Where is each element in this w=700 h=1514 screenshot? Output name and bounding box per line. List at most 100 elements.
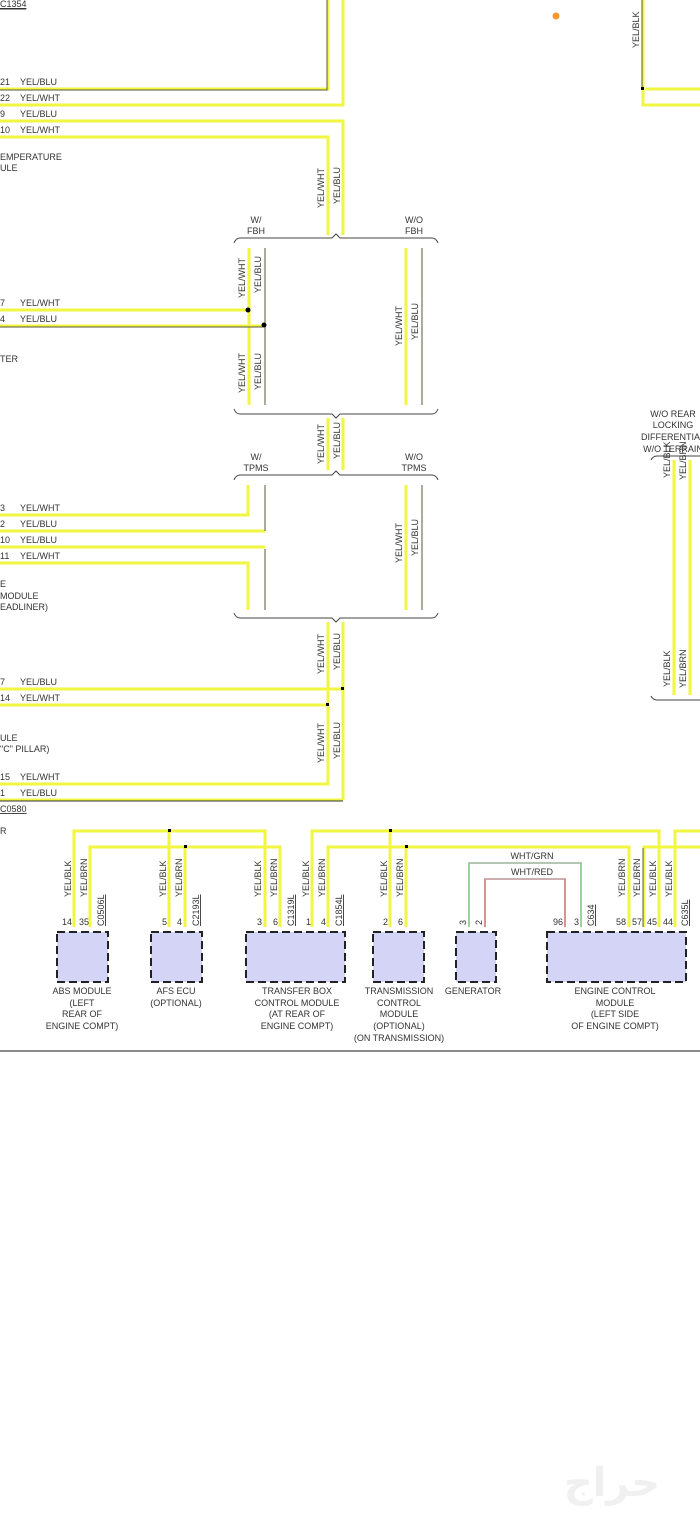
pin-label: 45	[647, 917, 657, 927]
option-label-wo-fbh: FBH	[405, 226, 423, 236]
module-label-pillar: "C" PILLAR)	[0, 744, 49, 754]
wire-color-label: YEL/BLU	[20, 519, 57, 529]
module-generator: 3 2 GENERATOR	[445, 920, 502, 996]
wire-label: YEL/WHT	[237, 257, 247, 298]
pin-label: 1	[0, 788, 5, 798]
pin-label: 10	[0, 535, 10, 545]
pin-label: 10	[0, 125, 10, 135]
wire-label: YEL/WHT	[394, 305, 404, 346]
module-transmission: 2 6 TRANSMISSION CONTROL MODULE (OPTIONA…	[354, 917, 444, 1043]
connector-tb2: C1854L	[334, 894, 344, 926]
splice-dot	[326, 703, 329, 706]
option-label-w-tpms: TPMS	[243, 463, 268, 473]
module-label: ABS MODULE	[52, 986, 111, 996]
wire-label: WHT/GRN	[511, 851, 554, 861]
pin-label: 11	[0, 551, 9, 561]
module-label-heater: TER	[0, 354, 19, 364]
splice-dot	[341, 687, 344, 690]
module-label: (LEFT SIDE	[591, 1009, 639, 1019]
module-label: REAR OF	[62, 1009, 103, 1019]
wire-label: YEL/WHT	[316, 423, 326, 464]
pin-label: 7	[0, 298, 5, 308]
wire-label: YEL/BRN	[317, 858, 327, 897]
orange-marker	[552, 12, 560, 20]
module-label: AFS ECU	[156, 986, 195, 996]
wire-label: YEL/BLU	[332, 722, 342, 759]
module-label-r: R	[0, 826, 7, 836]
pin-label: 15	[0, 772, 10, 782]
wire-label: YEL/BLU	[253, 256, 263, 293]
pin-label: 14	[0, 693, 10, 703]
module-label: OF ENGINE COMPT)	[571, 1021, 659, 1031]
wire-15	[0, 777, 330, 786]
wire-color-label: YEL/BLU	[20, 677, 57, 687]
pin-label: 44	[663, 917, 673, 927]
module-label-headliner: E	[0, 579, 6, 589]
module-label-temp: EMPERATURE	[0, 152, 62, 162]
pin-label: 3	[574, 917, 579, 927]
wire-label: YEL/BLK	[158, 860, 168, 897]
option-brace-fbh-top	[233, 233, 439, 244]
wire-label: YEL/WHT	[316, 167, 326, 208]
wire-color-label: YEL/BLU	[20, 77, 57, 87]
wire-21	[0, 0, 330, 91]
pin-label: 22	[0, 93, 10, 103]
pin-label: 21	[0, 77, 10, 87]
option-label-rear-lock: W/O REAR	[650, 409, 696, 419]
pin-label: 4	[0, 314, 5, 324]
wire-label: YEL/BLK	[63, 860, 73, 897]
pin-label: 2	[383, 917, 388, 927]
wire-label: YEL/BLU	[410, 303, 420, 340]
option-label-rear-lock: DIFFERENTIAL	[641, 432, 700, 442]
module-label: (LEFT	[69, 998, 95, 1008]
connector-c634: C634	[586, 904, 596, 926]
wire-label: YEL/BLK	[662, 441, 672, 478]
pin-label: 6	[398, 917, 403, 927]
splice-dot	[261, 322, 267, 328]
pin-label: 1	[306, 917, 311, 927]
pin-label: 5	[162, 917, 167, 927]
connector-afs: C2193L	[191, 894, 201, 926]
module-ecm: 96 3 58 57 45 44 ENGINE CONTROL MODULE (…	[546, 917, 687, 1031]
connector-top: C1354	[0, 0, 27, 9]
option-brace-fbh-bottom	[233, 408, 439, 419]
splice-dot	[389, 829, 392, 832]
connector-bottom: C0580	[0, 804, 27, 814]
module-label-temp: ULE	[0, 163, 18, 173]
module-label: (AT REAR OF	[269, 1009, 326, 1019]
wire-color-label: YEL/WHT	[20, 93, 61, 103]
wire-9	[0, 119, 345, 235]
pin-label: 9	[0, 109, 5, 119]
wire-yel-blk-right	[641, 0, 700, 107]
wire-11	[0, 561, 250, 610]
splice-dot	[168, 829, 171, 832]
option-label-w-tpms: W/	[251, 452, 262, 462]
wire-color-label: YEL/BLU	[20, 788, 57, 798]
wire-10	[0, 135, 330, 235]
wire-label: YEL/BLU	[253, 353, 263, 390]
module-label: MODULE	[596, 998, 635, 1008]
module-label: TRANSFER BOX	[262, 986, 332, 996]
wire-color-label: YEL/WHT	[20, 503, 61, 513]
connector-abs: C0506L	[96, 894, 106, 926]
pin-label: 58	[616, 917, 626, 927]
wire-label: YEL/BRN	[269, 858, 279, 897]
pin-label: 3	[458, 920, 468, 925]
module-label: (ON TRANSMISSION)	[354, 1033, 444, 1043]
pin-label: 96	[553, 917, 563, 927]
option-brace-tpms-top	[233, 470, 439, 481]
pin-label: 3	[257, 917, 262, 927]
option-label-w-fbh: W/	[251, 215, 262, 225]
wire-color-label: YEL/WHT	[20, 772, 61, 782]
module-abs: 14 35 ABS MODULE (LEFT REAR OF ENGINE CO…	[46, 917, 119, 1031]
wire-label: YEL/BLK	[662, 650, 672, 687]
wire-color-label: YEL/BLU	[20, 109, 57, 119]
wire-label: YEL/BRN	[632, 858, 642, 897]
wire-group-top	[0, 0, 345, 235]
option-label-wo-tpms: TPMS	[401, 463, 426, 473]
wire-color-label: YEL/WHT	[20, 693, 61, 703]
wire-label: YEL/BLU	[332, 633, 342, 670]
wire-label: YEL/BLK	[253, 860, 263, 897]
pin-label: 7	[0, 677, 5, 687]
